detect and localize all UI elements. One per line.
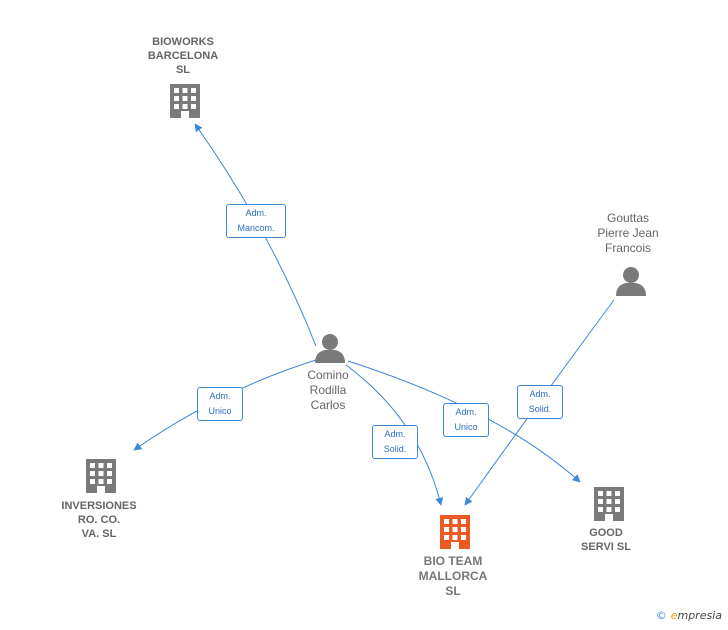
company-label-inversiones[interactable]: INVERSIONES RO. CO. VA. SL: [61, 500, 137, 540]
person-icon[interactable]: [616, 267, 646, 296]
person-icon[interactable]: [315, 334, 345, 363]
edge-label-comino-bioworks: Adm. Mancom.: [226, 204, 286, 238]
empresia-logo: ©empresia: [655, 609, 722, 622]
building-icon[interactable]: [170, 84, 200, 118]
edge-label-comino-biotem: Adm. Solid.: [372, 425, 418, 459]
person-label-gouttas[interactable]: Gouttas Pierre Jean Francois: [597, 211, 659, 255]
edge-label-comino-good: Adm. Unico: [443, 403, 489, 437]
company-label-good[interactable]: GOOD SERVI SL: [581, 527, 631, 553]
building-icon[interactable]: [440, 515, 470, 549]
company-label-bioworks[interactable]: BIOWORKS BARCELONA SL: [147, 36, 219, 76]
company-label-biotem[interactable]: BIO TEAM MALLORCA SL: [418, 554, 488, 598]
edge-label-gouttas-biotem: Adm. Solid.: [517, 385, 563, 419]
person-label-comino[interactable]: Comino Rodilla Carlos: [307, 368, 349, 412]
building-icon[interactable]: [86, 459, 116, 493]
copyright-icon: ©: [655, 609, 667, 622]
building-icon[interactable]: [594, 487, 624, 521]
edge-label-comino-inversiones: Adm. Unico: [197, 387, 243, 421]
